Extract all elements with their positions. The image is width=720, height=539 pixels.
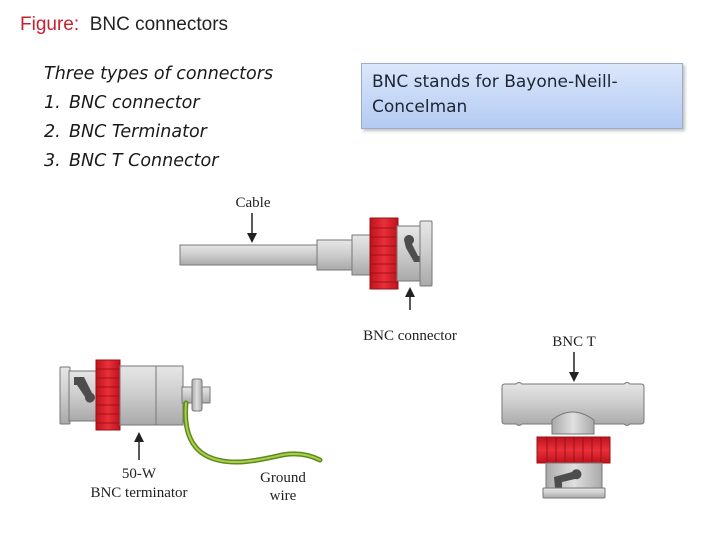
ground-wire-label-line2: wire: [270, 488, 297, 504]
red-bayonet-ring: [369, 217, 399, 290]
cable: [179, 244, 319, 266]
terminator-arrowhead: [134, 432, 144, 442]
connector-tip: [419, 220, 433, 287]
bnc-t-arrowhead: [569, 372, 579, 382]
bnc-connector-arrowhead: [405, 287, 415, 297]
bnc-connector-illustration: Cable BNC connector: [179, 195, 457, 344]
t-bayonet-slot: [554, 469, 582, 488]
terminator-label-line1: 50-W: [122, 466, 157, 482]
list-item-label: BNC connector: [69, 93, 200, 113]
t-body-barrel: [501, 382, 645, 426]
ground-wire-label-line1: Ground: [260, 470, 306, 486]
bayonet-sleeve: [396, 225, 422, 282]
list-item: 3. BNC T Connector: [44, 147, 273, 176]
bnc-t-label: BNC T: [552, 334, 595, 350]
bnc-definition-callout: BNC stands for Bayone-Neill- Concelman: [361, 63, 683, 129]
list-item-number: 3.: [44, 151, 61, 171]
bnc-connector-label: BNC connector: [363, 328, 457, 344]
cable-arrowhead: [247, 233, 257, 243]
terminator-end-cap: [155, 365, 184, 426]
list-item-number: 1.: [44, 93, 61, 113]
t-connector-tip: [542, 487, 606, 499]
connector-body: [351, 234, 373, 276]
list-item-label: BNC T Connector: [69, 151, 219, 171]
figure-label: Figure:: [20, 14, 80, 35]
connector-types-list: Three types of connectors 1. BNC connecto…: [44, 60, 273, 176]
terminator-body: [119, 365, 157, 426]
callout-line-1: BNC stands for Bayone-Neill-: [372, 72, 618, 92]
list-item-label: BNC Terminator: [69, 122, 207, 142]
terminator-bayonet-slot: [74, 377, 95, 403]
list-item: 2. BNC Terminator: [44, 118, 273, 147]
terminator-label-line2: BNC terminator: [90, 485, 187, 501]
figure-title: Figure: BNC connectors: [20, 14, 228, 36]
t-red-ring: [536, 436, 611, 464]
cable-ferrule: [316, 239, 354, 271]
bnc-t-illustration: BNC T: [501, 334, 645, 499]
ground-lug-post: [191, 378, 203, 412]
list-item-number: 2.: [44, 122, 61, 142]
terminator-red-ring: [95, 359, 121, 431]
bayonet-slot: [404, 235, 420, 262]
cable-label: Cable: [236, 195, 271, 211]
list-item: 1. BNC connector: [44, 89, 273, 118]
types-heading: Three types of connectors: [44, 64, 274, 84]
bnc-terminator-illustration: 50-W BNC terminator Ground wire: [59, 359, 323, 504]
t-stem: [551, 411, 595, 435]
figure-title-text: BNC connectors: [89, 14, 229, 35]
callout-line-2: Concelman: [372, 97, 468, 117]
